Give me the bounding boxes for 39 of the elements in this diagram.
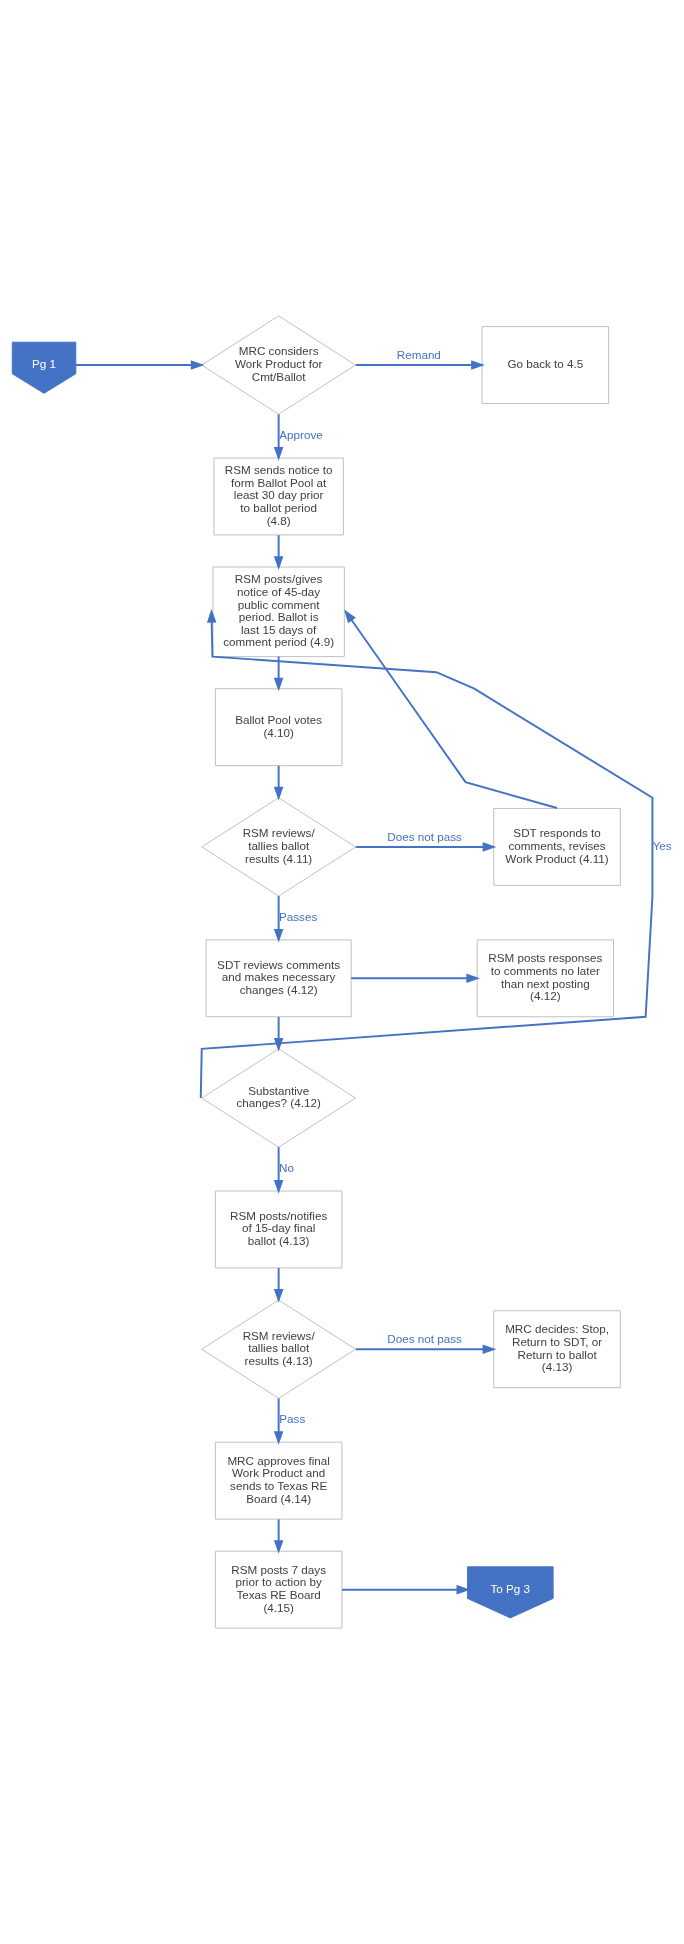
node-box: MRC decides: Stop, Return to SDT, or Return to ballot (4.13) [493,1310,621,1389]
arrow [74,360,205,370]
node-box: Go back to 4.5 [481,326,610,404]
arrow [273,1015,284,1052]
edge-label: Does not pass [387,829,462,843]
arrow [273,1518,284,1554]
node-diamond: RSM reviews/ tallies ballot results (4.13) [201,1299,357,1399]
node-box: Ballot Pool votes (4.10) [214,688,343,767]
node-box: SDT reviews comments and makes necessary changes (4.12) [205,939,352,1018]
edge-label: Remand [396,347,441,361]
node-diamond: Substantive changes? (4.12) [201,1048,357,1148]
node-box: MRC approves final Work Product and sends to Texas RE Board (4.14) [214,1441,343,1520]
node-box: RSM posts/notifies of 15-day final ballot (4.13) [214,1190,343,1269]
arrow [273,534,284,570]
node-diamond: MRC considers Work Product for Cmt/Ballot [201,315,357,415]
edge-label: Pass [279,1412,306,1426]
node-box: RSM sends notice to form Ballot Pool at least 30 day prior to ballot period (4.8) [213,457,344,536]
node-box: RSM posts responses to comments no later than next posting (4.12) [476,939,614,1018]
arrow [344,609,559,809]
arrow [273,764,284,801]
arrow [273,1397,284,1445]
arrow [350,973,481,984]
arrow [354,1344,497,1354]
node-diamond: RSM reviews/ tallies ballot results (4.11) [201,797,357,897]
arrow [199,608,654,1100]
arrow [354,842,497,852]
arrow [354,360,485,370]
edge-label: Passes [278,909,318,923]
edge-label: Does not pass [387,1331,462,1345]
arrow [273,1267,284,1303]
edge-label: Yes [652,838,672,852]
node-box: SDT responds to comments, revises Work Product (4.11) [493,807,621,886]
arrow [273,413,284,461]
arrow [273,895,284,943]
edge-label: No [278,1161,294,1175]
node-box: RSM posts/gives notice of 45-day public comment period. Ballot is last 15 days of comment period (4.9) [212,566,345,658]
arrow [273,1146,284,1194]
arrow [273,655,284,692]
node-box: RSM posts 7 days prior to action by Texas RE Board (4.15) [214,1550,343,1629]
